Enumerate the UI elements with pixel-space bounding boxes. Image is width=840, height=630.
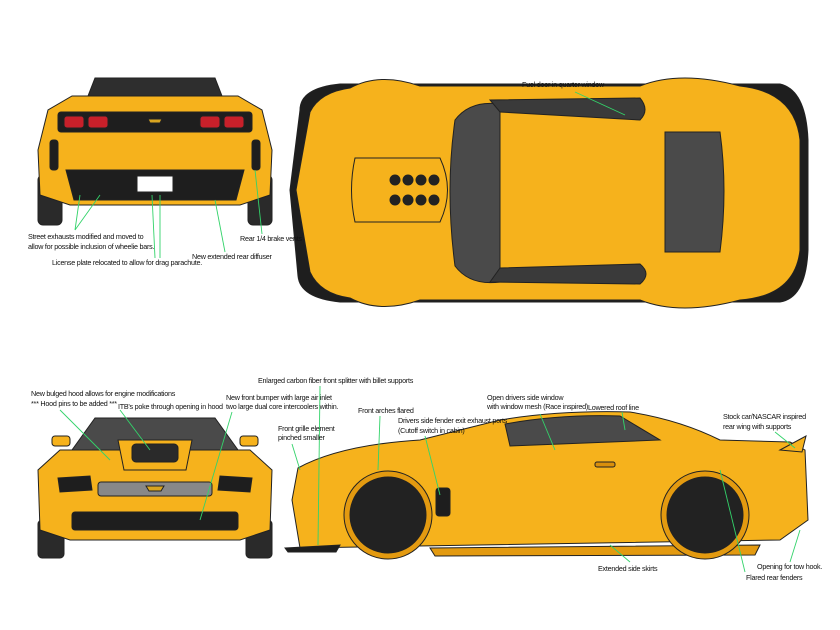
annotation-fuel-door: Fuel door in quarter window: [522, 80, 604, 89]
annotation-side-skirts: Extended side skirts: [598, 564, 658, 573]
annotation-fender-exhaust-line2: (Cutoff switch in cabin): [398, 426, 465, 435]
annotation-wing-line2: rear wing with supports: [723, 422, 792, 431]
annotation-hood-line1: New bulged hood allows for engine modifi…: [31, 389, 176, 398]
annotation-license-plate: License plate relocated to allow for dra…: [52, 258, 203, 267]
annotation-street-exhaust-line2: allow for possible inclusion of wheelie …: [28, 242, 155, 251]
annotation-itb: ITB's poke through opening in hood: [118, 402, 223, 411]
annotation-brake-vents: Rear 1/4 brake vents: [240, 234, 302, 243]
leader-lines: [59, 91, 801, 573]
annotation-wing-line1: Stock car/NASCAR inspired: [723, 412, 806, 421]
rear-view-car: [37, 77, 273, 226]
annotation-rear-fenders: Flared rear fenders: [746, 573, 803, 582]
annotation-splitter: Enlarged carbon fiber front splitter wit…: [258, 376, 414, 385]
side-view-car: [284, 411, 809, 560]
annotation-grille-line1: Front grille element: [278, 424, 335, 433]
annotation-bumper-line1: New front bumper with large air inlet: [226, 393, 332, 402]
annotation-rear-diffuser: New extended rear diffuser: [192, 252, 272, 261]
annotation-fender-exhaust-line1: Drivers side fender exit exhaust ports: [398, 416, 508, 425]
annotation-tow-hook: Opening for tow hook.: [757, 562, 823, 571]
annotation-grille-line2: pinched smaller: [278, 433, 325, 442]
annotation-bumper-line2: two large dual core intercoolers within.: [226, 402, 339, 411]
annotation-window-line1: Open drivers side window: [487, 393, 564, 402]
annotation-street-exhaust-line1: Street exhausts modified and moved to: [28, 232, 144, 241]
annotation-hood-line2: *** Hood pins to be added ***: [31, 399, 117, 408]
front-view-car: [37, 417, 273, 559]
annotation-arches: Front arches flared: [358, 406, 414, 415]
top-view-car: [289, 77, 809, 309]
annotation-window-line2: with window mesh (Race inspired): [487, 402, 589, 411]
annotation-roof: Lowered roof line: [588, 403, 639, 412]
